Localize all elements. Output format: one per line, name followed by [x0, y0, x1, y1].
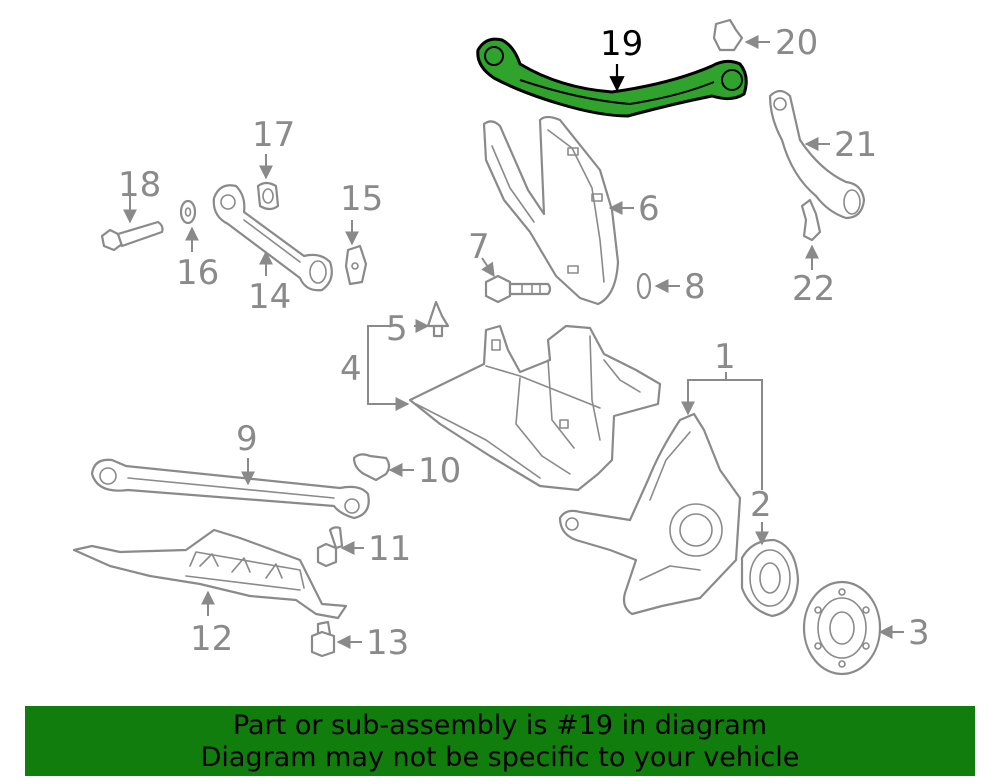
callout-10: 10	[418, 451, 461, 491]
callout-9: 9	[236, 419, 258, 459]
callout-4: 4	[340, 349, 362, 389]
callout-1: 1	[714, 337, 736, 377]
callout-8: 8	[684, 267, 706, 307]
callout-21: 21	[834, 125, 877, 165]
info-banner: Part or sub-assembly is #19 in diagram D…	[25, 706, 975, 776]
part-7-bolt: 7	[468, 227, 552, 304]
part-20-bushing: 20	[712, 18, 818, 63]
callout-17: 17	[252, 115, 295, 155]
part-14-link-arm: 14	[212, 184, 333, 317]
callout-19: 19	[600, 24, 643, 64]
part-19-control-arm-highlighted: 19	[476, 24, 748, 118]
part-9-control-arm: 9	[90, 419, 370, 520]
callout-2: 2	[750, 485, 772, 525]
callout-16: 16	[176, 253, 219, 293]
part-8-washer: 8	[636, 267, 706, 307]
part-4-shield: 4	[340, 324, 662, 492]
callout-14: 14	[248, 277, 291, 317]
part-17-bushing: 17	[252, 115, 295, 211]
callout-12: 12	[190, 619, 233, 659]
callout-11: 11	[368, 529, 411, 569]
part-13-nut: 13	[310, 620, 409, 663]
part-16-washer: 16	[176, 199, 219, 293]
callout-7: 7	[468, 227, 490, 267]
part-5-clip: 5	[386, 300, 450, 349]
part-2-bearing: 2	[740, 485, 800, 618]
part-12-cover: 12	[72, 528, 348, 659]
part-6-bracket: 6	[482, 115, 660, 306]
part-22-bracket: 22	[792, 198, 835, 309]
part-18-bolt: 18	[100, 165, 164, 252]
part-11-bolt: 11	[316, 526, 411, 569]
callout-5: 5	[386, 309, 408, 349]
part-1-knuckle: 1	[558, 337, 763, 616]
banner-line-2: Diagram may not be specific to your vehi…	[200, 742, 800, 773]
callout-22: 22	[792, 269, 835, 309]
callout-6: 6	[638, 189, 660, 229]
banner-line-1: Part or sub-assembly is #19 in diagram	[232, 710, 768, 741]
callout-3: 3	[908, 613, 930, 653]
callout-20: 20	[775, 23, 818, 63]
callout-18: 18	[118, 165, 161, 205]
callout-13: 13	[366, 623, 409, 663]
part-3-hub: 3	[802, 580, 930, 676]
part-21-link: 21	[768, 89, 877, 220]
callout-15: 15	[340, 179, 383, 219]
part-15-clip: 15	[340, 179, 383, 286]
part-10-bushing: 10	[352, 451, 461, 491]
